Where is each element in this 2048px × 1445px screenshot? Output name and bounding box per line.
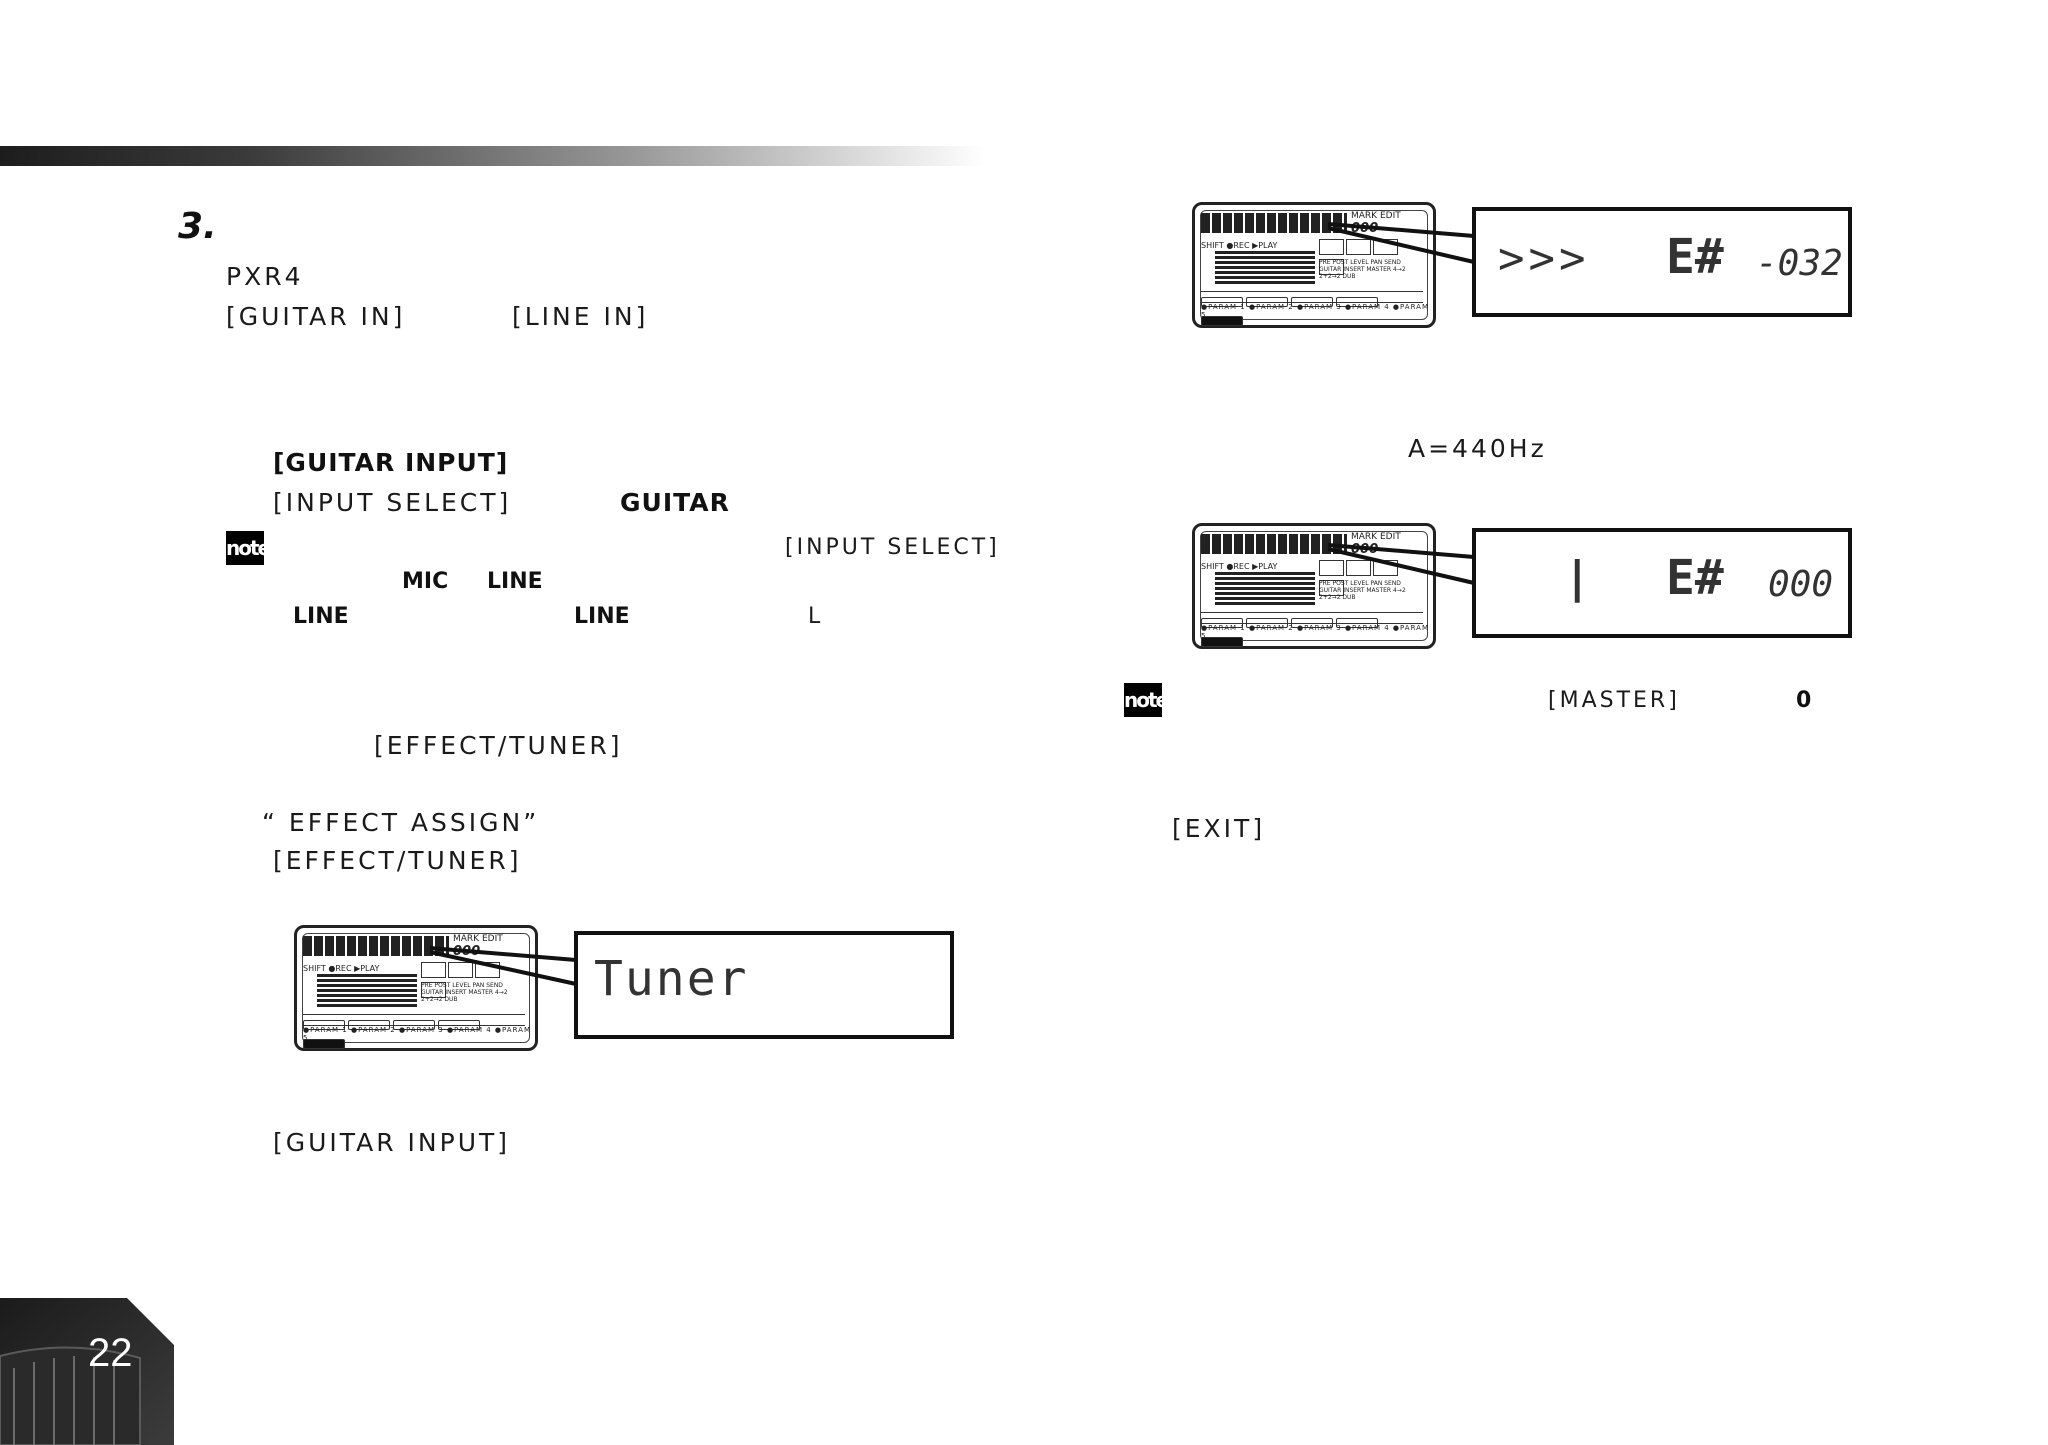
guitar-input-heading: [GUITAR INPUT]	[273, 448, 509, 477]
exit-key: [EXIT]	[1172, 814, 1266, 843]
callout-leader-2	[1327, 222, 1475, 264]
page-tab-graphic	[0, 1298, 174, 1445]
guitar-in-jack: [GUITAR IN]	[226, 302, 406, 331]
callout-leader-1	[429, 946, 577, 986]
guitar-input-bottom: [GUITAR INPUT]	[273, 1128, 511, 1157]
lcd-panel-2: MARK EDIT000 SHIFT ●REC ▶PLAY PRE POST L…	[1192, 202, 1436, 328]
note1-line-3: LINE	[574, 604, 630, 629]
display-1-text: Tuner	[594, 951, 749, 1007]
lcd-param-keys	[1201, 291, 1423, 326]
lcd-panel-3: MARK EDIT000 SHIFT ●REC ▶PLAY PRE POST L…	[1192, 523, 1436, 649]
effect-assign-label: “ EFFECT ASSIGN”	[262, 808, 540, 837]
display-callout-1: Tuner	[574, 931, 954, 1039]
lcd-dot-matrix	[303, 936, 449, 956]
note1-mic: MIC	[402, 569, 449, 594]
lcd-column-labels: PRE POST LEVEL PAN SEND GUITAR INSERT MA…	[421, 982, 508, 1003]
display-3-indicator: |	[1564, 552, 1591, 603]
display-callout-2: >>> E# -032	[1472, 207, 1852, 317]
lcd-level-meters	[1215, 572, 1315, 606]
note-badge-2: note	[1124, 683, 1169, 717]
display-3-cents: 000	[1768, 564, 1834, 605]
line-in-jack: [LINE IN]	[512, 302, 649, 331]
note-badge-1: note	[226, 531, 271, 565]
display-callout-3: | E# 000	[1472, 528, 1852, 638]
device-name: PXR4	[226, 262, 304, 291]
lcd-column-labels: PRE POST LEVEL PAN SEND GUITAR INSERT MA…	[1319, 259, 1406, 280]
display-2-cents: -032	[1756, 243, 1843, 284]
lcd-transport: SHIFT ●REC ▶PLAY	[1201, 241, 1278, 250]
effect-tuner-key-1: [EFFECT/TUNER]	[374, 731, 623, 760]
lcd-param-keys	[303, 1014, 525, 1049]
display-3-note: E#	[1666, 550, 1724, 606]
reference-pitch: A=440Hz	[1408, 434, 1547, 463]
lcd-param-row: ●PARAM 1 ●PARAM 2 ●PARAM 3 ●PARAM 4 ●PAR…	[303, 1026, 532, 1042]
lcd-panel-1: MARK EDIT000 SHIFT ●REC ▶PLAY PRE POST L…	[294, 925, 538, 1051]
step-number: 3.	[178, 206, 217, 247]
guitar-setting: GUITAR	[620, 488, 730, 517]
lcd-transport: SHIFT ●REC ▶PLAY	[303, 964, 380, 973]
lcd-mode-boxes	[421, 962, 527, 1012]
lcd-level-meters	[1215, 251, 1315, 285]
note1-line: LINE	[487, 569, 543, 594]
lcd-dot-matrix	[1201, 213, 1347, 233]
callout-leader-3	[1327, 543, 1475, 585]
lcd-dot-matrix	[1201, 534, 1347, 554]
lcd-param-row: ●PARAM 1 ●PARAM 2 ●PARAM 3 ●PARAM 4 ●PAR…	[1201, 303, 1430, 319]
header-gradient-bar	[0, 146, 985, 166]
page-number: 22	[88, 1331, 133, 1375]
lcd-param-row: ●PARAM 1 ●PARAM 2 ●PARAM 3 ●PARAM 4 ●PAR…	[1201, 624, 1430, 640]
input-select-label: [INPUT SELECT]	[273, 488, 512, 517]
lcd-param-keys	[1201, 612, 1423, 647]
display-2-note: E#	[1666, 229, 1724, 285]
note1-input-select: [INPUT SELECT]	[785, 535, 1000, 560]
lcd-transport: SHIFT ●REC ▶PLAY	[1201, 562, 1278, 571]
display-2-indicator: >>>	[1498, 233, 1590, 284]
note1-l: L	[808, 604, 824, 629]
lcd-level-meters	[317, 974, 417, 1008]
note2-zero: 0	[1796, 688, 1812, 713]
lcd-column-labels: PRE POST LEVEL PAN SEND GUITAR INSERT MA…	[1319, 580, 1406, 601]
note2-master: [MASTER]	[1548, 688, 1680, 713]
effect-tuner-key-2: [EFFECT/TUNER]	[273, 846, 522, 875]
note1-line-2: LINE	[293, 604, 349, 629]
